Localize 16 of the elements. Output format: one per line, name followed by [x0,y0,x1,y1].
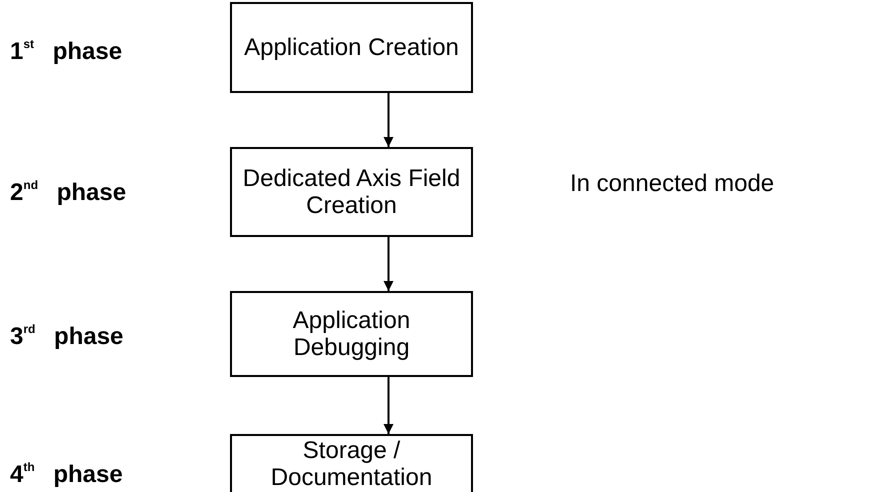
phase-label: 3$^{rd}$ phase [10,322,124,351]
arrow [384,237,394,291]
box-label: Application Debugging [292,307,412,361]
phase-label: 4$^{th}$ phase [10,460,123,489]
arrow [384,93,394,147]
process-box [230,434,473,492]
process-box [230,2,473,93]
arrow [384,377,394,434]
phase-label: 2$^{nd}$ phase [10,178,126,207]
process-box [230,291,473,377]
box-label: Dedicated Axis Field Creation [242,165,462,219]
box-label: Storage / Documentation [270,437,434,491]
side-note: In connected mode [570,170,774,198]
phase-label: 1$^{st}$ phase [10,37,122,66]
box-label: Application Creation [244,34,459,61]
process-box [230,147,473,237]
